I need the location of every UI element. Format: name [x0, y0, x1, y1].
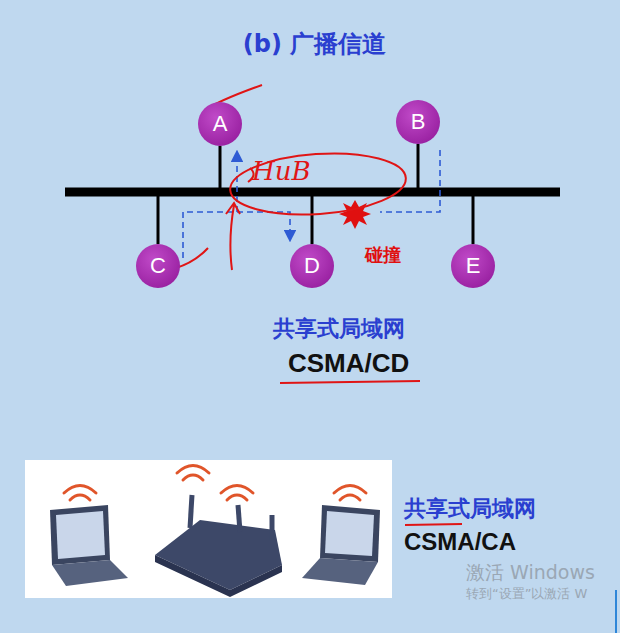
bus-line — [65, 188, 560, 197]
title: (b) 广播信道 — [0, 28, 629, 60]
lan-type: 共享式局域网 — [404, 494, 536, 524]
wireless-panel — [25, 460, 392, 598]
watermark: 激活 Windows — [466, 560, 595, 586]
station-letter: B — [411, 109, 426, 135]
laptop — [302, 505, 380, 585]
station-letter: D — [304, 253, 320, 279]
protocol-name: CSMA/CA — [404, 528, 516, 556]
collision-burst — [339, 200, 371, 229]
protocol-name: CSMA/CD — [288, 348, 409, 379]
router — [155, 495, 282, 597]
station-circle: B — [396, 100, 440, 144]
station-circle: E — [451, 244, 495, 288]
page-edge — [620, 0, 629, 633]
station-circle: D — [290, 244, 334, 288]
station-letter: A — [213, 111, 228, 137]
laptop — [50, 505, 128, 586]
collision-label: 碰撞 — [365, 243, 401, 267]
edge-bar — [615, 590, 617, 633]
station-circle: C — [136, 244, 180, 288]
underline — [405, 524, 462, 525]
lan-type: 共享式局域网 — [273, 314, 405, 344]
hub-note: HuB — [252, 156, 311, 186]
watermark: 转到“设置”以激活 W — [466, 585, 587, 603]
station-circle: A — [198, 102, 242, 146]
wifi-arcs — [64, 466, 366, 501]
signal-paths — [183, 150, 440, 258]
station-letter: E — [466, 253, 481, 279]
station-letter: C — [150, 253, 166, 279]
underline — [280, 381, 420, 383]
handwriting — [176, 85, 408, 270]
